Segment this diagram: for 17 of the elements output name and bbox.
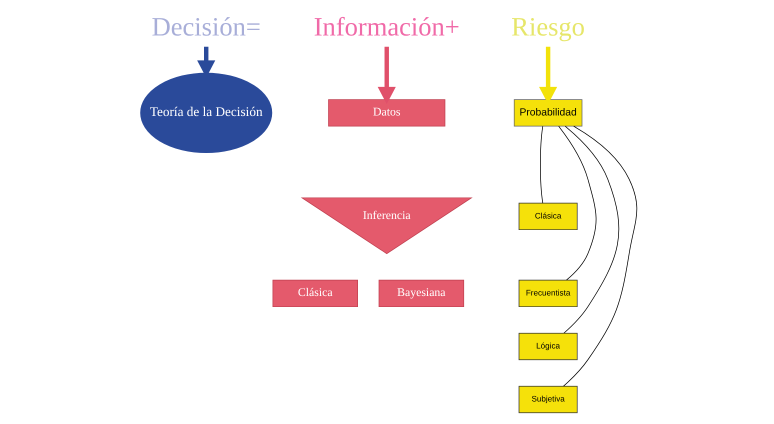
node-box: Datos — [328, 99, 446, 127]
node-box: Subjetiva — [518, 386, 578, 414]
node-text: Información+ — [314, 11, 460, 42]
node-box: Lógica — [518, 332, 578, 360]
arrow — [378, 46, 396, 104]
node-box: Probabilidad — [514, 99, 582, 127]
node-box: Clásica — [272, 280, 358, 308]
connector — [563, 126, 638, 387]
node-box: Clásica — [518, 202, 578, 230]
node-box: Bayesiana — [378, 280, 464, 308]
node-text: Riesgo — [511, 11, 585, 42]
connector — [564, 126, 620, 334]
connector — [558, 126, 596, 280]
node-ellipse: Teoría de la Decisión — [140, 72, 272, 154]
node-box: Frecuentista — [518, 280, 578, 308]
node-text: Decisión= — [152, 11, 261, 42]
connector — [540, 126, 544, 204]
